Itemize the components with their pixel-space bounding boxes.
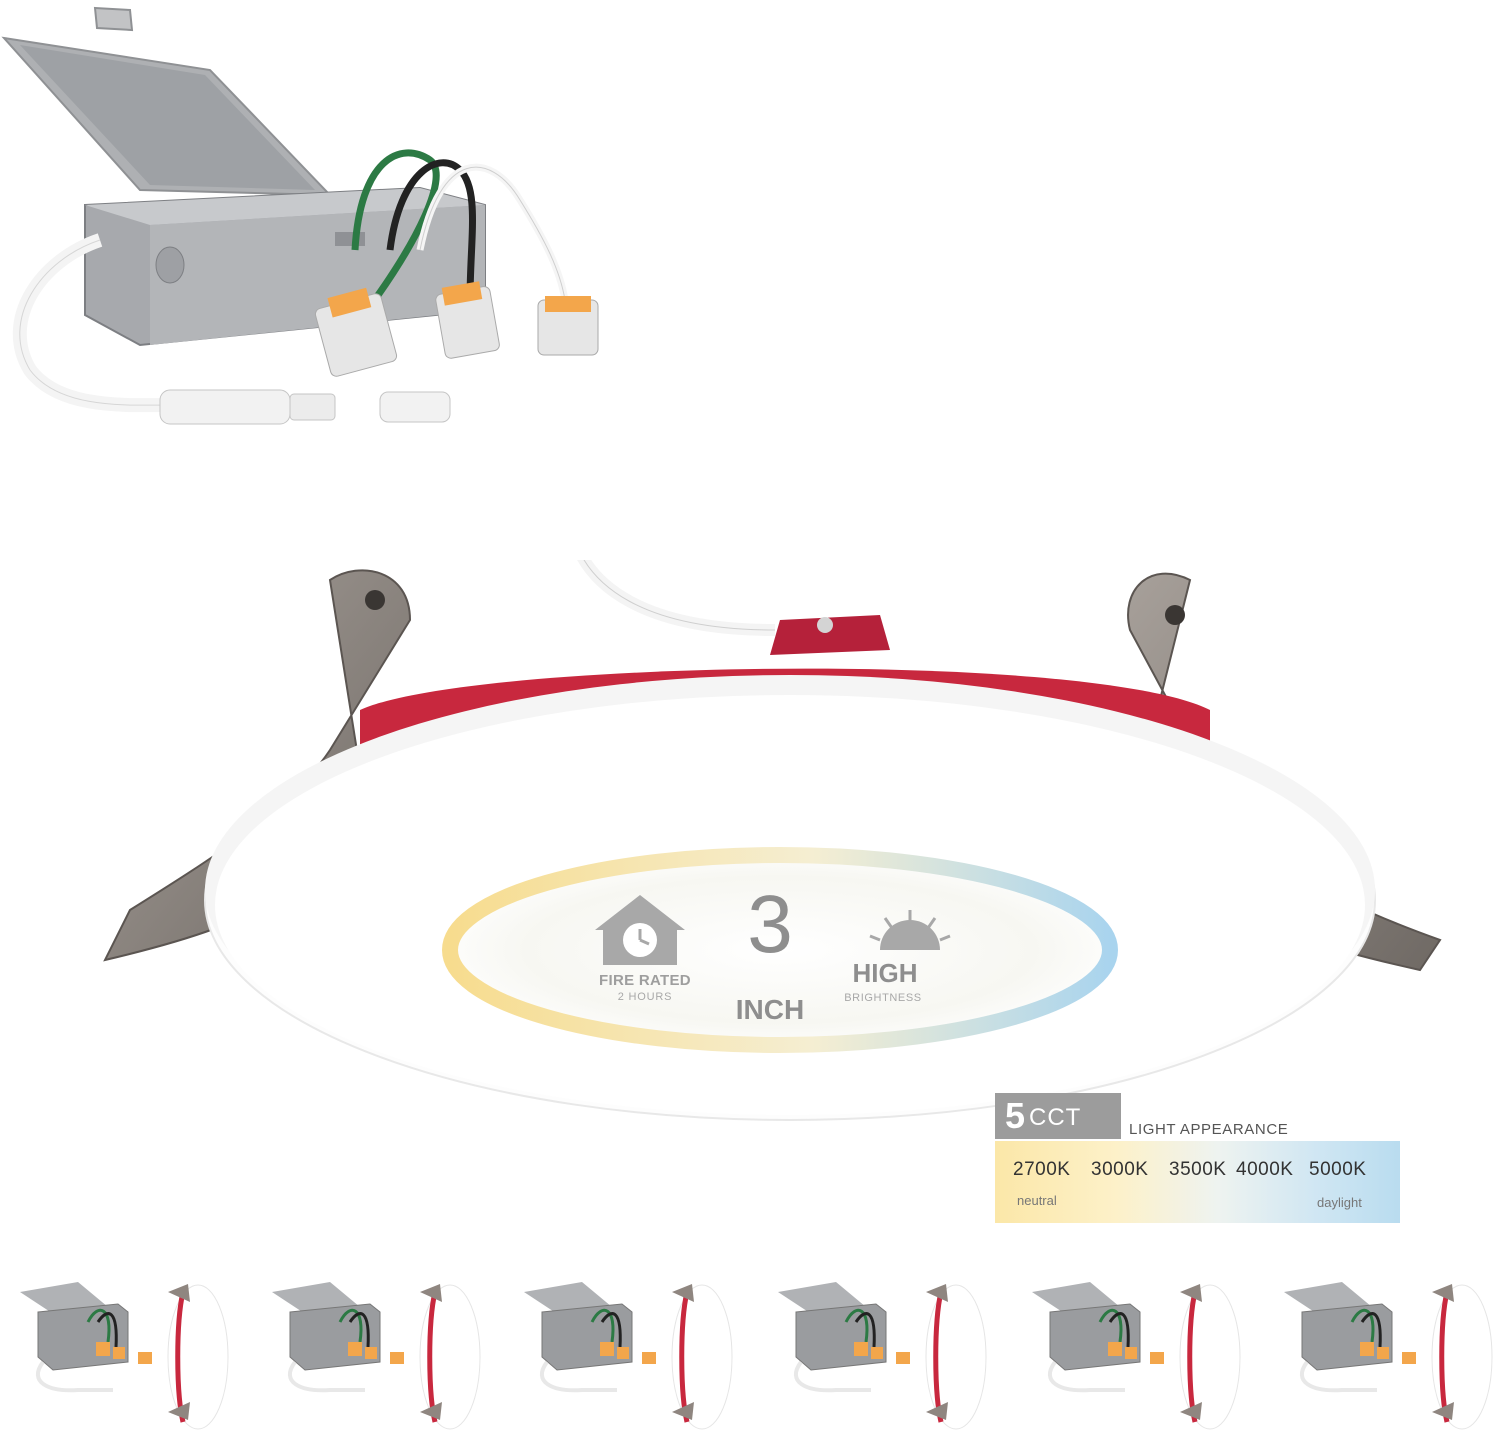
downlight-image (103, 560, 1442, 1121)
fire-rated-label: FIRE RATED (599, 972, 691, 989)
cct-box: 5 CCT (995, 1093, 1121, 1139)
size-unit: INCH (735, 994, 805, 1025)
thumb-3 (522, 1262, 752, 1432)
neutral-label: neutral (1017, 1193, 1057, 1208)
thumb-1 (18, 1262, 248, 1432)
brightness-label: BRIGHTNESS (844, 992, 922, 1004)
temp-3500k: 3500K (1169, 1159, 1227, 1180)
cct-count: 5 (1005, 1095, 1026, 1136)
wire-connector-1 (314, 287, 398, 377)
thumb-2 (270, 1262, 500, 1432)
light-cable (577, 560, 776, 636)
temp-5000k: 5000K (1309, 1159, 1367, 1180)
cct-gradient-bar (995, 1141, 1400, 1223)
thumb-5 (1030, 1262, 1260, 1432)
cct-suffix: CCT (1029, 1104, 1082, 1131)
green-wire (351, 149, 440, 323)
high-label: HIGH (852, 958, 918, 988)
house-clock-icon (595, 895, 685, 965)
cct-panel: 5 CCT LIGHT APPEARANCE 2700K 3000K 3500K… (995, 1093, 1400, 1223)
junction-box-image (1, 6, 599, 425)
fire-rated-hours: 2 HOURS (617, 991, 673, 1003)
temp-2700k: 2700K (1013, 1159, 1071, 1180)
temp-3000k: 3000K (1091, 1159, 1149, 1180)
size-number: 3 (747, 879, 793, 970)
thumb-4 (776, 1262, 1006, 1432)
sun-brightness-icon (869, 910, 951, 950)
daylight-label: daylight (1317, 1195, 1362, 1210)
temp-4000k: 4000K (1236, 1159, 1294, 1180)
wire-connector-2 (435, 281, 500, 359)
thumb-6 (1282, 1262, 1500, 1432)
light-appearance-heading: LIGHT APPEARANCE (1129, 1121, 1289, 1138)
led-ring (442, 847, 1118, 1053)
wire-connector-3 (537, 296, 599, 356)
